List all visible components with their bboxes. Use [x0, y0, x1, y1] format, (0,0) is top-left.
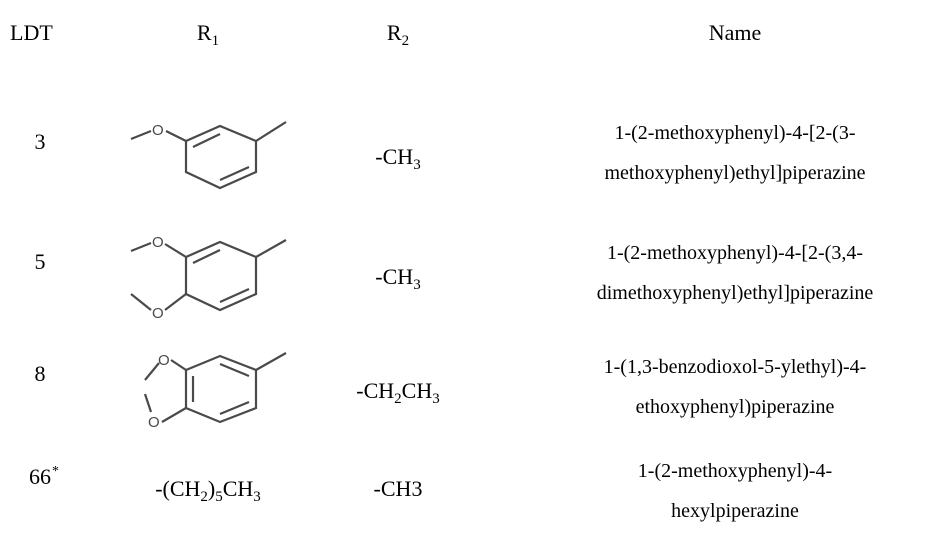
oxygen-atom-label: O — [152, 122, 164, 139]
header-r1: R1 — [196, 20, 220, 49]
r2-cell: -CH3 — [375, 264, 421, 293]
ldt-cell: 5 — [34, 249, 46, 274]
compound-name: 1-(2-methoxyphenyl)-4-[2-(3- methoxyphen… — [604, 122, 866, 184]
compound-name: 1-(1,3-benzodioxol-5-ylethyl)-4- ethoxyp… — [603, 356, 867, 418]
compound-name: 1-(2-methoxyphenyl)-4-[2-(3,4- dimethoxy… — [596, 242, 874, 304]
structure-benzodioxolyl: O O — [143, 352, 287, 431]
compound-name: 1-(2-methoxyphenyl)-4- hexylpiperazine — [637, 460, 833, 522]
ldt-cell: 3 — [34, 129, 46, 154]
structure-3-4-dimethoxyphenyl: O O — [130, 234, 287, 322]
header-name: Name — [708, 20, 762, 45]
header-ldt: LDT — [10, 20, 53, 45]
oxygen-atom-label: O — [152, 234, 164, 251]
r2-cell: -CH2CH3 — [356, 378, 440, 407]
footnote-marker: * — [52, 464, 59, 479]
structure-3-methoxyphenyl: O — [130, 121, 287, 190]
r2-cell: -CH3 — [373, 476, 423, 501]
r2-cell: -CH3 — [375, 144, 421, 173]
ldt-cell: 66* — [29, 464, 59, 489]
oxygen-atom-label: O — [148, 414, 160, 431]
oxygen-atom-label: O — [158, 352, 170, 369]
ldt-cell: 8 — [34, 361, 46, 386]
oxygen-atom-label: O — [152, 305, 164, 322]
header-r2: R2 — [386, 20, 410, 49]
r1-cell: -(CH2)5CH3 — [155, 476, 261, 505]
